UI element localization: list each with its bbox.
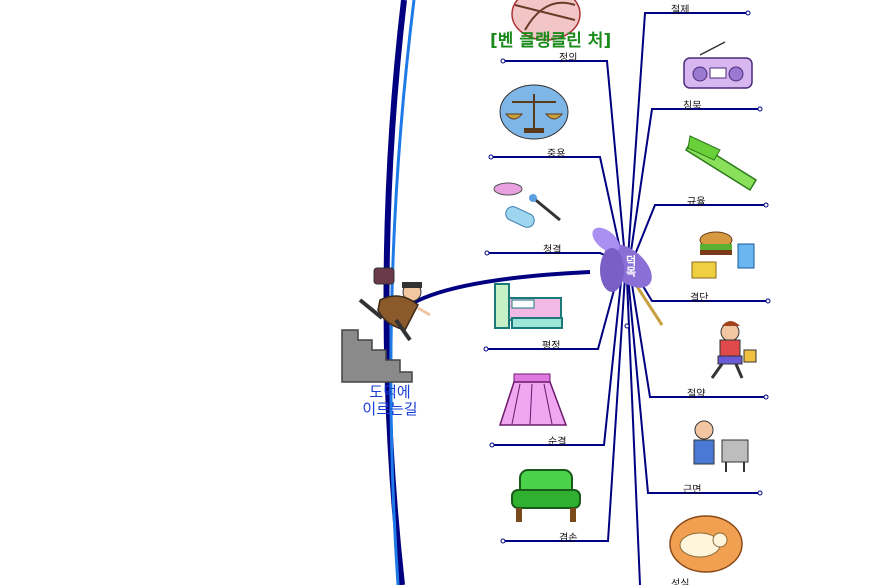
branch-label-justice: 정의 [559, 53, 578, 64]
root-label: 도덕에 이르는길 [340, 384, 440, 418]
stairs-icon [341, 329, 413, 383]
root-label-line-2: 이르는길 [362, 400, 418, 418]
radio-icon [683, 41, 753, 89]
worker-icon [693, 420, 749, 472]
comb-icon [684, 135, 758, 192]
root-label-line-1: 도덕에 [369, 383, 411, 401]
hub-label: 덕목 [624, 255, 637, 277]
branch-label-cleanliness: 청결 [543, 245, 562, 256]
right-branch-lines [626, 12, 768, 585]
skirt-icon [498, 373, 568, 426]
branch-label-tranquility: 평정 [542, 341, 561, 352]
branch-label-temperance: 절제 [671, 5, 690, 16]
branch-label-sincerity: 성실 [671, 579, 690, 585]
running-man-icon [358, 267, 431, 342]
left-branch-lines [486, 60, 626, 542]
branch-label-industry: 근면 [683, 485, 702, 496]
branch-label-silence: 침묵 [683, 101, 702, 112]
armchair-icon [511, 469, 581, 522]
bed-icon [494, 283, 563, 329]
branch-label-moderation: 중용 [547, 149, 566, 160]
diagram-title: [벤 클랭클린 처] [490, 31, 612, 51]
walking-girl-icon [710, 321, 757, 379]
fast-food-icon [691, 231, 755, 279]
branch-label-order: 규율 [687, 197, 706, 208]
main-arc-dark [383, 0, 407, 585]
branch-label-chastity: 순결 [548, 437, 567, 448]
pushpin-icon [592, 227, 664, 326]
bow-arrow-icon [511, 0, 581, 41]
main-arc-bright [389, 0, 416, 585]
branch-label-humility: 겸손 [559, 533, 578, 544]
toothbrush-icon [493, 182, 561, 228]
branch-label-resolution: 결단 [690, 293, 709, 304]
branch-label-frugality: 절약 [687, 389, 706, 400]
scales-icon [499, 84, 569, 140]
sheep-icon [669, 515, 743, 573]
